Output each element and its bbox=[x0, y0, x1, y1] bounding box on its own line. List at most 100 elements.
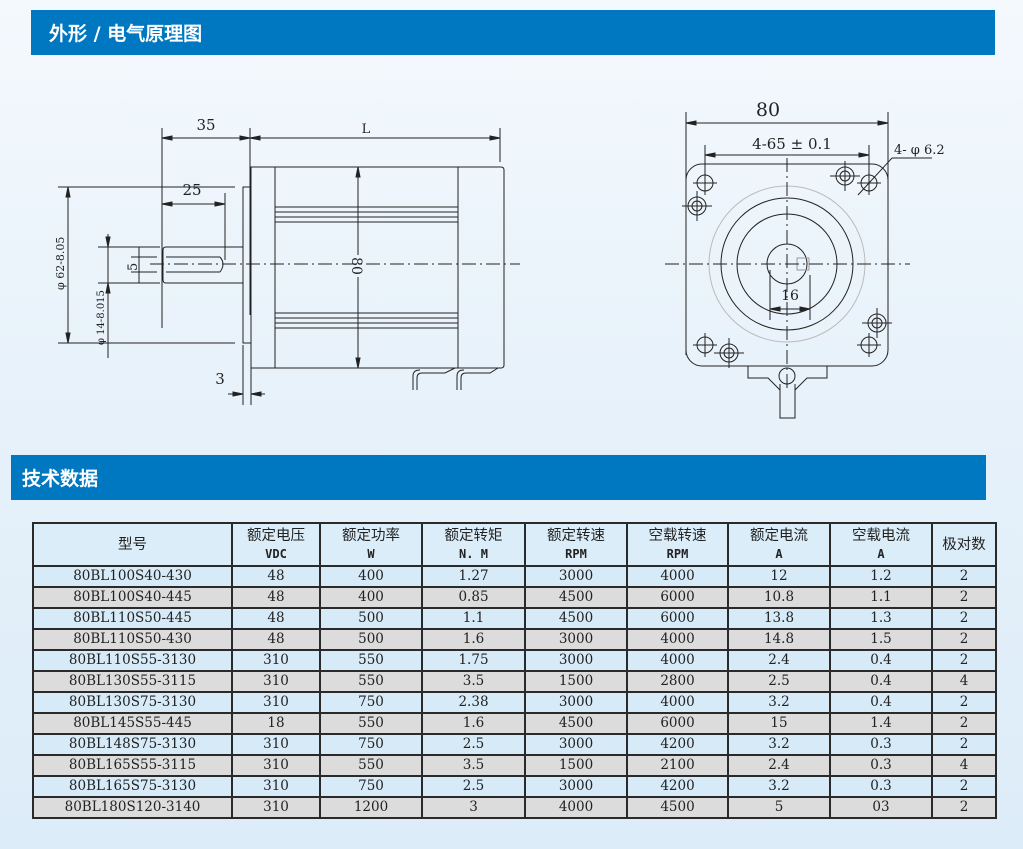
table-cell: 0.4 bbox=[829, 670, 933, 693]
table-cell: 310 bbox=[231, 754, 321, 777]
table-cell: 2 bbox=[931, 691, 997, 714]
dim-16: 16 bbox=[781, 288, 799, 304]
dim-25: 25 bbox=[182, 181, 201, 199]
table-cell: 2.38 bbox=[421, 691, 526, 714]
table-cell: 18 bbox=[231, 712, 321, 735]
table-cell: 4500 bbox=[626, 796, 729, 819]
table-cell: 2 bbox=[931, 607, 997, 630]
table-cell: 1500 bbox=[524, 754, 628, 777]
table-cell: 3000 bbox=[524, 649, 628, 672]
front-view-drawing: 80 4-65 ± 0.1 4- φ 6.2 16 bbox=[640, 90, 970, 430]
table-cell: 500 bbox=[319, 607, 423, 630]
table-cell: 80BL110S50-430 bbox=[32, 628, 233, 651]
table-cell: 48 bbox=[231, 565, 321, 588]
table-cell: 1500 bbox=[524, 670, 628, 693]
col-pole-pairs: 极对数 bbox=[931, 522, 997, 567]
table-cell: 3000 bbox=[524, 733, 628, 756]
table-cell: 1.2 bbox=[829, 565, 933, 588]
table-cell: 1.75 bbox=[421, 649, 526, 672]
table-cell: 1.1 bbox=[421, 607, 526, 630]
table-cell: 2.5 bbox=[421, 775, 526, 798]
section-title-outline: 外形 / 电气原理图 bbox=[49, 23, 203, 45]
table-cell: 4000 bbox=[626, 691, 729, 714]
table-cell: 3.2 bbox=[727, 775, 831, 798]
table-cell: 80BL130S75-3130 bbox=[32, 691, 233, 714]
table-cell: 15 bbox=[727, 712, 831, 735]
table-cell: 2.4 bbox=[727, 754, 831, 777]
table-cell: 2.5 bbox=[421, 733, 526, 756]
table-cell: 750 bbox=[319, 691, 423, 714]
table-cell: 48 bbox=[231, 607, 321, 630]
table-cell: 4000 bbox=[626, 628, 729, 651]
table-cell: 310 bbox=[231, 670, 321, 693]
dim-35: 35 bbox=[196, 116, 215, 134]
table-cell: 3.2 bbox=[727, 733, 831, 756]
table-cell: 3000 bbox=[524, 628, 628, 651]
col-model: 型号 bbox=[32, 522, 233, 567]
table-cell: 0.3 bbox=[829, 754, 933, 777]
table-cell: 550 bbox=[319, 754, 423, 777]
table-cell: 4200 bbox=[626, 775, 729, 798]
table-cell: 0.3 bbox=[829, 775, 933, 798]
table-cell: 310 bbox=[231, 775, 321, 798]
table-cell: 400 bbox=[319, 586, 423, 609]
table-cell: 2100 bbox=[626, 754, 729, 777]
table-cell: 1.1 bbox=[829, 586, 933, 609]
dim-L: L bbox=[362, 122, 371, 137]
dim-hole-spacing: 4-65 ± 0.1 bbox=[752, 135, 832, 153]
table-cell: 6000 bbox=[626, 712, 729, 735]
table-cell: 750 bbox=[319, 733, 423, 756]
side-view-drawing: 35 L 25 φ 62-8.05 φ 14-8.015 5 bbox=[0, 100, 540, 420]
table-cell: 550 bbox=[319, 649, 423, 672]
table-cell: 0.3 bbox=[829, 733, 933, 756]
table-cell: 4500 bbox=[524, 586, 628, 609]
table-cell: 4000 bbox=[524, 796, 628, 819]
table-cell: 2 bbox=[931, 712, 997, 735]
section-header-tech: 技术数据 bbox=[11, 455, 986, 500]
table-cell: 5 bbox=[727, 796, 831, 819]
section-title-tech: 技术数据 bbox=[22, 468, 99, 490]
table-cell: 1.6 bbox=[421, 712, 526, 735]
table-cell: 6000 bbox=[626, 586, 729, 609]
dim-80-front: 80 bbox=[756, 99, 780, 121]
table-cell: 80BL100S40-445 bbox=[32, 586, 233, 609]
table-cell: 3.5 bbox=[421, 754, 526, 777]
table-cell: 310 bbox=[231, 691, 321, 714]
table-cell: 1200 bbox=[319, 796, 423, 819]
table-cell: 3000 bbox=[524, 691, 628, 714]
table-cell: 80BL110S55-3130 bbox=[32, 649, 233, 672]
table-cell: 4 bbox=[931, 670, 997, 693]
table-cell: 03 bbox=[829, 796, 933, 819]
table-cell: 0.4 bbox=[829, 691, 933, 714]
table-cell: 1.5 bbox=[829, 628, 933, 651]
table-cell: 4200 bbox=[626, 733, 729, 756]
table-cell: 4 bbox=[931, 754, 997, 777]
dim-phi62: φ 62-8.05 bbox=[54, 237, 67, 290]
table-cell: 1.3 bbox=[829, 607, 933, 630]
table-cell: 80BL100S40-430 bbox=[32, 565, 233, 588]
table-cell: 10.8 bbox=[727, 586, 831, 609]
table-cell: 400 bbox=[319, 565, 423, 588]
table-cell: 310 bbox=[231, 796, 321, 819]
table-cell: 4000 bbox=[626, 565, 729, 588]
table-cell: 1.27 bbox=[421, 565, 526, 588]
table-cell: 0.85 bbox=[421, 586, 526, 609]
table-cell: 1.6 bbox=[421, 628, 526, 651]
table-cell: 2 bbox=[931, 649, 997, 672]
table-cell: 0.4 bbox=[829, 649, 933, 672]
dim-3: 3 bbox=[215, 370, 225, 388]
table-cell: 80BL145S55-445 bbox=[32, 712, 233, 735]
